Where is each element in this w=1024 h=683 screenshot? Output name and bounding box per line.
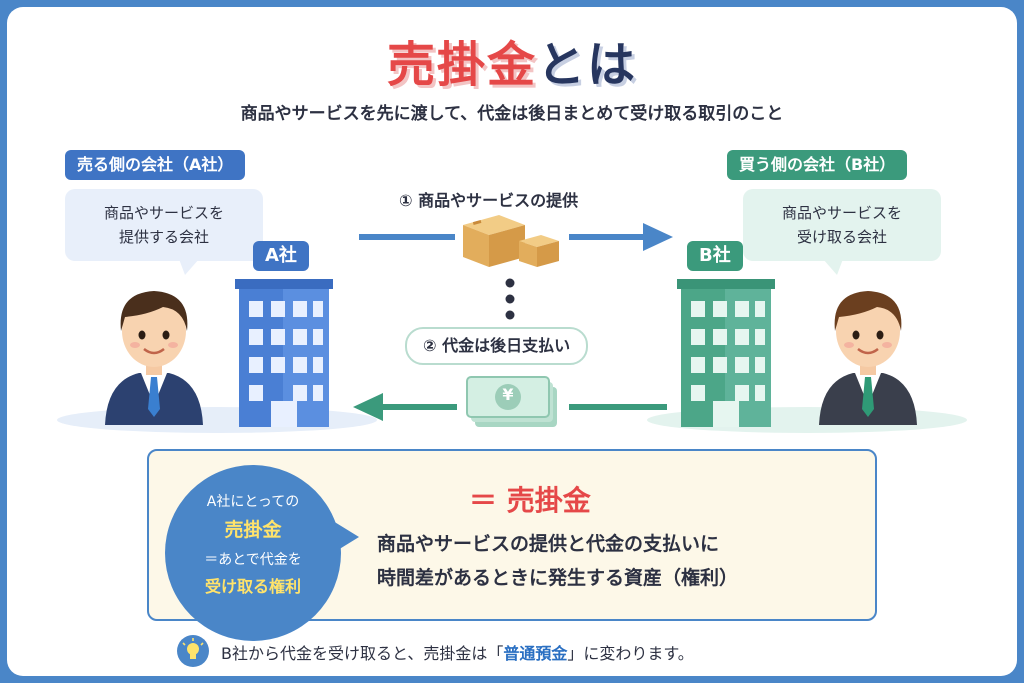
footer-text: B社から代金を受け取ると、売掛金は「普通預金」に変わります。 <box>221 640 694 664</box>
circle-line2: 売掛金 <box>224 519 282 541</box>
payment-arrow-left-icon <box>353 393 457 421</box>
title-suffix: とは <box>537 37 638 93</box>
title-keyword: 売掛金 <box>386 37 537 93</box>
yen-symbol: ¥ <box>502 385 514 404</box>
buyer-bubble-line2: 受け取る会社 <box>796 228 887 246</box>
seller-speech-bubble: 商品やサービスを 提供する会社 <box>65 189 263 261</box>
money-bills-icon <box>466 376 557 427</box>
buyer-speech-bubble: 商品やサービスを 受け取る会社 <box>743 189 941 261</box>
footer-text-after: 」に変わります。 <box>567 644 694 663</box>
step1-label: ① 商品やサービスの提供 <box>399 191 579 210</box>
circle-line1: A社にとっての <box>206 494 300 510</box>
buyer-person-icon <box>819 291 917 425</box>
seller-person-icon <box>105 291 203 425</box>
circle-line3: ＝あとで代金を <box>204 552 302 568</box>
footer-note: B社から代金を受け取ると、売掛金は「普通預金」に変わります。 <box>177 635 857 667</box>
step2-label: ② 代金は後日支払い <box>405 327 589 365</box>
buyer-tag: 買う側の会社（B社） <box>727 150 908 180</box>
seller-bubble-line1: 商品やサービスを <box>103 204 224 222</box>
footer-highlight: 普通預金 <box>503 644 568 663</box>
diagram-canvas: 売掛金とは 商品やサービスを先に渡して、代金は後日まとめて受け取る取引のこと 売… <box>7 7 1017 676</box>
company-a-label: A社 <box>253 241 309 271</box>
definition-line1: 商品やサービスの提供と代金の支払いに <box>377 533 720 555</box>
definition-line2: 時間差があるときに発生する資産（権利） <box>377 567 739 589</box>
seller-tag: 売る側の会社（A社） <box>65 150 246 180</box>
buyer-bubble-line1: 商品やサービスを <box>781 204 902 222</box>
buyer-bubble-tail <box>823 259 843 275</box>
seller-bubble-line2: 提供する会社 <box>118 228 209 246</box>
company-a-building-icon <box>235 279 333 427</box>
circle-line4: 受け取る権利 <box>204 577 301 596</box>
equals-title: ＝ 売掛金 <box>469 484 591 517</box>
footer-text-before: B社から代金を受け取ると、売掛金は「 <box>221 644 504 663</box>
seller-bubble-tail <box>179 259 199 275</box>
subtitle: 商品やサービスを先に渡して、代金は後日まとめて受け取る取引のこと <box>240 104 784 124</box>
time-gap-dots-icon <box>505 278 515 320</box>
lightbulb-icon <box>177 635 209 667</box>
goods-arrow-left-segment <box>359 234 455 240</box>
definition-description: 商品やサービスの提供と代金の支払いに 時間差があるときに発生する資産（権利） <box>377 527 827 595</box>
package-boxes-icon <box>463 215 559 267</box>
payment-arrow-right-segment <box>569 404 667 410</box>
company-b-building-icon <box>677 279 775 427</box>
definition-circle: A社にとっての 売掛金 ＝あとで代金を 受け取る権利 <box>165 465 341 641</box>
company-b-label: B社 <box>687 241 743 271</box>
page-title: 売掛金とは <box>7 25 1017 95</box>
goods-arrow-right-icon <box>569 223 673 251</box>
